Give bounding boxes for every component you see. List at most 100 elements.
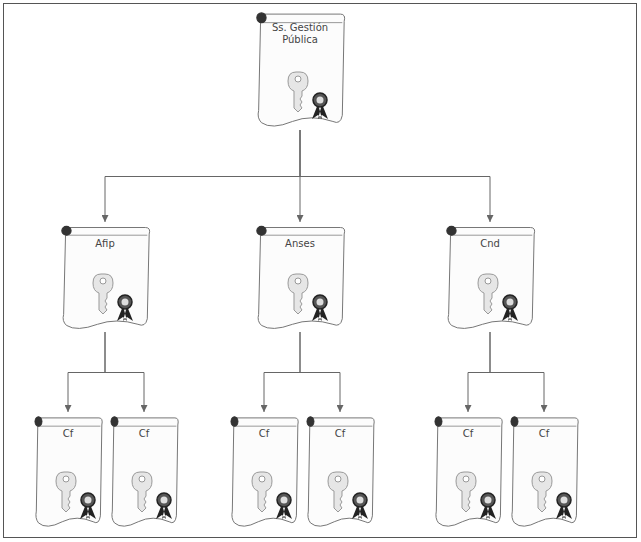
seal-center <box>485 497 492 504</box>
key-icon <box>56 472 76 512</box>
node-text-group: Cnd <box>443 222 537 250</box>
scroll-curl <box>62 226 71 235</box>
scroll-body <box>512 418 578 526</box>
node-text-group: Cf <box>432 412 504 440</box>
key-icon <box>93 274 113 314</box>
seal-center <box>281 497 288 504</box>
scroll-curl <box>307 417 314 426</box>
certificate-scroll: Ss. Gestión Pública <box>253 8 347 130</box>
frame-border <box>4 4 637 538</box>
seal-center <box>507 299 514 306</box>
connector-arrow <box>490 332 544 412</box>
key-seal-icon <box>464 270 524 322</box>
scroll-body <box>258 14 345 126</box>
certificate-label: Cf <box>520 428 568 440</box>
key-hole <box>295 76 301 82</box>
key-seal-icon <box>518 468 578 520</box>
key-seal-icon <box>238 468 298 520</box>
scroll-curl <box>435 417 442 426</box>
scroll-body <box>258 228 345 329</box>
certificate-label: Cf <box>44 428 92 440</box>
connector-arrow <box>300 332 340 412</box>
scroll-roll-line <box>310 426 373 427</box>
node-text-group: Anses <box>253 222 347 250</box>
certificate-label: Cf <box>444 428 492 440</box>
scroll-curl <box>35 417 42 426</box>
key-hole <box>139 476 145 482</box>
key-hole <box>100 278 106 284</box>
connector-arrow <box>300 130 490 222</box>
node-text-group: Cf <box>228 412 300 440</box>
seal-medal <box>277 493 291 507</box>
seal-medal <box>157 493 171 507</box>
seal-medal <box>313 295 327 309</box>
seal-medal <box>557 493 571 507</box>
scroll-roll-line <box>514 426 577 427</box>
certificate-label: Cnd <box>455 238 525 250</box>
scroll-roll-line <box>438 426 501 427</box>
seal-medal <box>81 493 95 507</box>
certificate-scroll: Cf <box>508 412 580 530</box>
connector-arrow <box>264 332 300 412</box>
certificate-scroll: Cf <box>432 412 504 530</box>
seal-center <box>561 497 568 504</box>
certificate-label: Ss. Gestión Pública <box>265 22 335 46</box>
node-text-group: Ss. Gestión Pública <box>253 8 347 46</box>
key-seal-icon <box>79 270 139 322</box>
key-seal-icon <box>314 468 374 520</box>
key-hole <box>539 476 545 482</box>
key-icon <box>532 472 552 512</box>
scroll-roll-line <box>38 426 101 427</box>
node-text-group: Cf <box>508 412 580 440</box>
certificate-scroll: Afip <box>58 222 152 332</box>
key-icon <box>132 472 152 512</box>
certificate-label: Afip <box>70 238 140 250</box>
certificate-label: Cf <box>240 428 288 440</box>
scroll-roll-line <box>234 426 297 427</box>
seal-medal <box>118 295 132 309</box>
key-seal-icon <box>118 468 178 520</box>
connector-arrow <box>105 332 144 412</box>
certificate-scroll: Cf <box>108 412 180 530</box>
key-hole <box>295 278 301 284</box>
scroll-curl <box>111 417 118 426</box>
scroll-curl <box>257 13 266 23</box>
certificate-label: Cf <box>316 428 364 440</box>
node-text-group: Cf <box>108 412 180 440</box>
certificate-scroll: Cf <box>304 412 376 530</box>
key-hole <box>335 476 341 482</box>
key-seal-icon <box>274 270 334 322</box>
node-text-group: Cf <box>304 412 376 440</box>
key-hole <box>63 476 69 482</box>
scroll-body <box>436 418 502 526</box>
node-text-group: Afip <box>58 222 152 250</box>
seal-center <box>122 299 129 306</box>
connector-arrow <box>68 332 105 412</box>
key-seal-icon <box>442 468 502 520</box>
seal-center <box>357 497 364 504</box>
certificate-label: Cf <box>120 428 168 440</box>
seal-center <box>161 497 168 504</box>
key-icon <box>288 274 308 314</box>
key-seal-icon <box>274 68 334 120</box>
scroll-roll-line <box>261 235 343 236</box>
seal-center <box>317 97 324 104</box>
key-icon <box>288 72 308 112</box>
scroll-curl <box>231 417 238 426</box>
scroll-roll-line <box>66 235 148 236</box>
key-hole <box>259 476 265 482</box>
key-icon <box>478 274 498 314</box>
scroll-body <box>112 418 178 526</box>
seal-center <box>317 299 324 306</box>
scroll-roll-line <box>451 235 533 236</box>
key-hole <box>463 476 469 482</box>
certificate-scroll: Cf <box>32 412 104 530</box>
scroll-body <box>308 418 374 526</box>
scroll-body <box>63 228 150 329</box>
connector-arrow <box>105 130 300 222</box>
key-seal-icon <box>42 468 102 520</box>
seal-medal <box>353 493 367 507</box>
node-text-group: Cf <box>32 412 104 440</box>
key-icon <box>456 472 476 512</box>
scroll-curl <box>257 226 266 235</box>
